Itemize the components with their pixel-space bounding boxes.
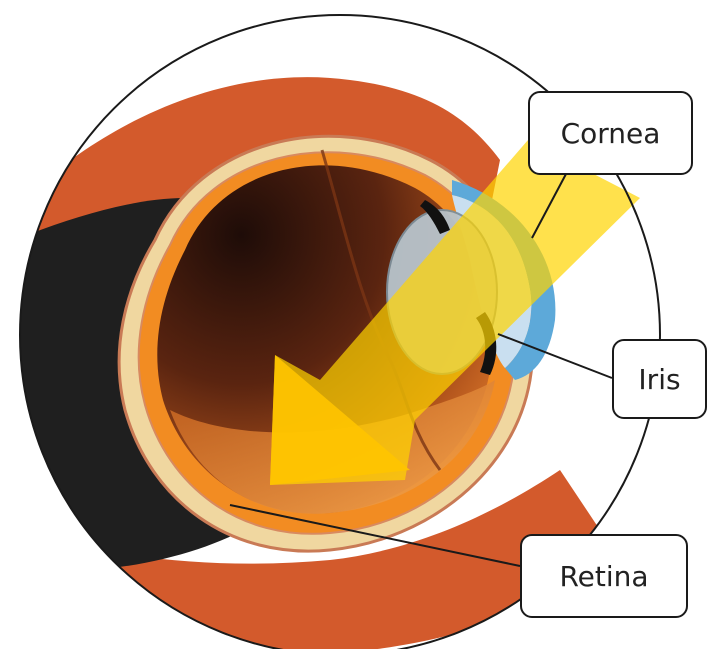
retina-label: Retina [520,534,688,618]
iris-label: Iris [612,339,707,419]
cornea-label: Cornea [528,91,693,175]
